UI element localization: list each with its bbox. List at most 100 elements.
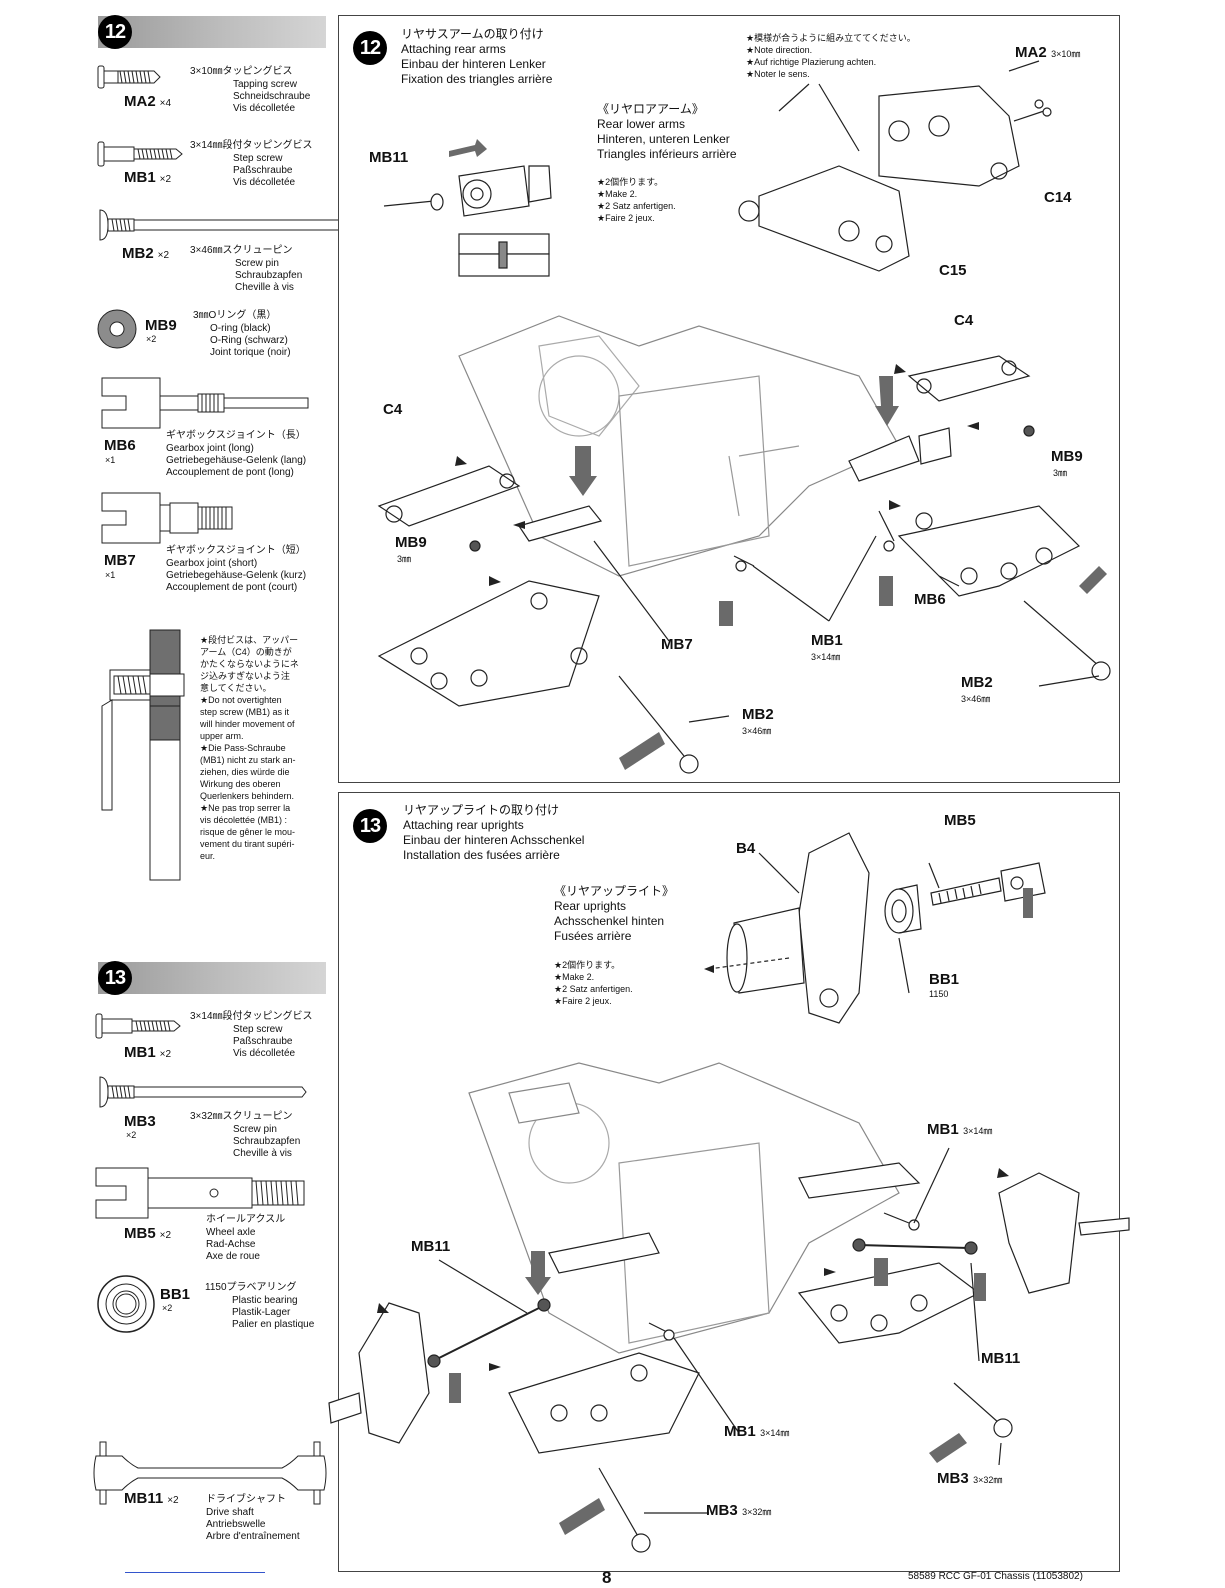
callout-mb1: MB1 (811, 632, 843, 649)
callout-c15: C15 (939, 262, 967, 279)
header-bar (98, 962, 326, 994)
note-line: vis décolettée (MB1) : (200, 815, 288, 825)
part-desc-en: Screw pin (233, 1124, 277, 1135)
part-code: MB11 (124, 1490, 164, 1507)
callout-c14: C14 (1044, 189, 1072, 206)
title-fr: Fixation des triangles arrière (401, 72, 553, 86)
part-desc-fr: Arbre d'entraînement (206, 1531, 300, 1542)
part-desc-de: Antriebswelle (206, 1519, 266, 1530)
part-desc-jp: 3×46㎜スクリューピン (190, 245, 293, 256)
part-code: MA2 (124, 93, 156, 110)
part-desc-jp: 3㎜Oリング（黒） (193, 310, 277, 321)
plastic-bearing-icon (97, 1275, 155, 1333)
part-desc-fr: Vis décolletée (233, 1048, 296, 1059)
part-desc-fr: Joint torique (noir) (210, 347, 291, 358)
note-line: アーム（C4）の動きが (200, 647, 292, 657)
upper-arm-detail-icon (101, 629, 185, 881)
drive-shaft-icon (93, 1441, 327, 1505)
note-line: 意してください。 (200, 683, 272, 693)
callout-mb2-bottom-size: 3×46㎜ (742, 726, 772, 736)
title-de: Einbau der hinteren Lenker (401, 57, 546, 71)
part-code: MB1 (124, 1044, 156, 1061)
part-qty: ×2 (146, 334, 157, 344)
part-desc-en: Step screw (233, 153, 283, 164)
callout-mb6: MB6 (914, 591, 946, 608)
overtighten-note: ★段付ビスは、アッパー アーム（C4）の動きが かたくならないようにネ ジ込みす… (200, 634, 299, 862)
note-line: (MB1) nicht zu stark an- (200, 755, 296, 765)
part-code: MB9 (145, 317, 177, 334)
sub-en: Rear lower arms (597, 117, 686, 131)
subassembly-title: 《リヤアップライト》 Rear uprights Achsschenkel hi… (554, 884, 674, 944)
note-line: ★2 Satz anfertigen. (554, 984, 633, 994)
part-desc-en: Step screw (233, 1024, 283, 1035)
part-desc-de: O-Ring (schwarz) (210, 335, 288, 346)
part-code: MB3 (124, 1113, 156, 1130)
o-ring-icon (97, 309, 137, 349)
title-jp: リヤサスアームの取り付け (401, 27, 544, 41)
part-desc-fr: Cheville à vis (233, 1148, 292, 1159)
callout-mb7: MB7 (661, 636, 693, 653)
sub-fr: Triangles inférieurs arrière (597, 147, 737, 161)
note-line: ★Note direction. (746, 45, 813, 55)
part-desc-de: Getriebegehäuse-Gelenk (kurz) (166, 570, 307, 581)
callout-mb11: MB11 (369, 149, 409, 166)
callout-mb1-size: 3×14㎜ (811, 652, 841, 662)
sub-fr: Fusées arrière (554, 929, 632, 943)
part-desc-jp: 1150プラベアリング (205, 1282, 297, 1293)
part-desc-fr: Cheville à vis (235, 282, 294, 293)
part-qty: ×2 (162, 1303, 173, 1313)
callout-ma2: MA2 (1015, 44, 1047, 61)
note-line: Querlenkers behindern. (200, 791, 295, 801)
direction-note: ★模様が合うように組み立ててください。 ★Note direction. ★Au… (746, 32, 916, 80)
part-desc-en: Plastic bearing (232, 1295, 298, 1306)
part-desc-jp: 3×14㎜段付タッピングビス (190, 1011, 313, 1022)
callout-b4: B4 (736, 840, 756, 857)
part-desc-en: Wheel axle (206, 1227, 256, 1238)
callout-mb3-bottom-size: 3×32㎜ (742, 1507, 772, 1517)
part-desc-en: Screw pin (235, 258, 279, 269)
part-code: MB6 (104, 437, 136, 454)
note-line: ★Faire 2 jeux. (554, 996, 612, 1006)
part-desc-de: Plastik-Lager (232, 1307, 291, 1318)
note-line: ★Make 2. (554, 972, 595, 982)
part-desc-fr: Palier en plastique (232, 1319, 315, 1330)
step-title: リヤアップライトの取り付け Attaching rear uprights Ei… (403, 803, 584, 863)
part-qty: ×2 (159, 1230, 172, 1241)
part-desc-fr: Accouplement de pont (long) (166, 467, 294, 478)
part-desc-jp: ドライブシャフト (206, 1494, 286, 1505)
note-line: ziehen, dies würde die (200, 767, 290, 777)
note-line: かたくならないようにネ (200, 659, 299, 669)
title-de: Einbau der hinteren Achsschenkel (403, 833, 585, 847)
callout-mb9-left: MB9 (395, 534, 427, 551)
page-number: 8 (602, 1568, 612, 1587)
callout-mb1-top-size: 3×14㎜ (963, 1126, 993, 1136)
step-title: リヤサスアームの取り付け Attaching rear arms Einbau … (401, 27, 552, 87)
part-qty: ×2 (157, 250, 170, 261)
footer-info: 58589 RCC GF-01 Chassis (11053802) (908, 1571, 1083, 1582)
note-line: vement du tirant supéri- (200, 839, 295, 849)
note-line: Wirkung des oberen (200, 779, 281, 789)
callout-mb1-bottom-size: 3×14㎜ (760, 1428, 790, 1438)
callout-mb9-left-size: 3㎜ (397, 554, 412, 564)
note-line: ★Die Pass-Schraube (200, 743, 286, 753)
callout-ma2-size: 3×10㎜ (1051, 49, 1081, 59)
sub-jp: 《リヤロアアーム》 (597, 102, 704, 116)
part-desc-de: Paßschraube (233, 1036, 293, 1047)
part-desc-de: Schneidschraube (233, 91, 311, 102)
sub-en: Rear uprights (554, 899, 627, 913)
part-qty: ×1 (105, 455, 116, 465)
step-number-badge: 12 (98, 15, 132, 49)
part-desc-de: Getriebegehäuse-Gelenk (lang) (166, 455, 307, 466)
make-note: ★2個作ります。 ★Make 2. ★2 Satz anfertigen. ★F… (597, 176, 676, 224)
title-fr: Installation des fusées arrière (403, 848, 560, 862)
make-note: ★2個作ります。 ★Make 2. ★2 Satz anfertigen. ★F… (554, 959, 633, 1007)
part-desc-jp: ギヤボックスジョイント（長） (166, 430, 306, 441)
sub-de: Hinteren, unteren Lenker (597, 132, 730, 146)
note-line: risque de gêner le mou- (200, 827, 296, 837)
part-desc-fr: Vis décolletée (233, 177, 296, 188)
note-line: ★Auf richtige Plazierung achten. (746, 57, 877, 67)
callout-mb3-right: MB3 (937, 1470, 969, 1487)
callout-mb9-right-size: 3㎜ (1053, 468, 1068, 478)
part-qty: ×1 (105, 570, 116, 580)
footer-rule (125, 1572, 265, 1573)
